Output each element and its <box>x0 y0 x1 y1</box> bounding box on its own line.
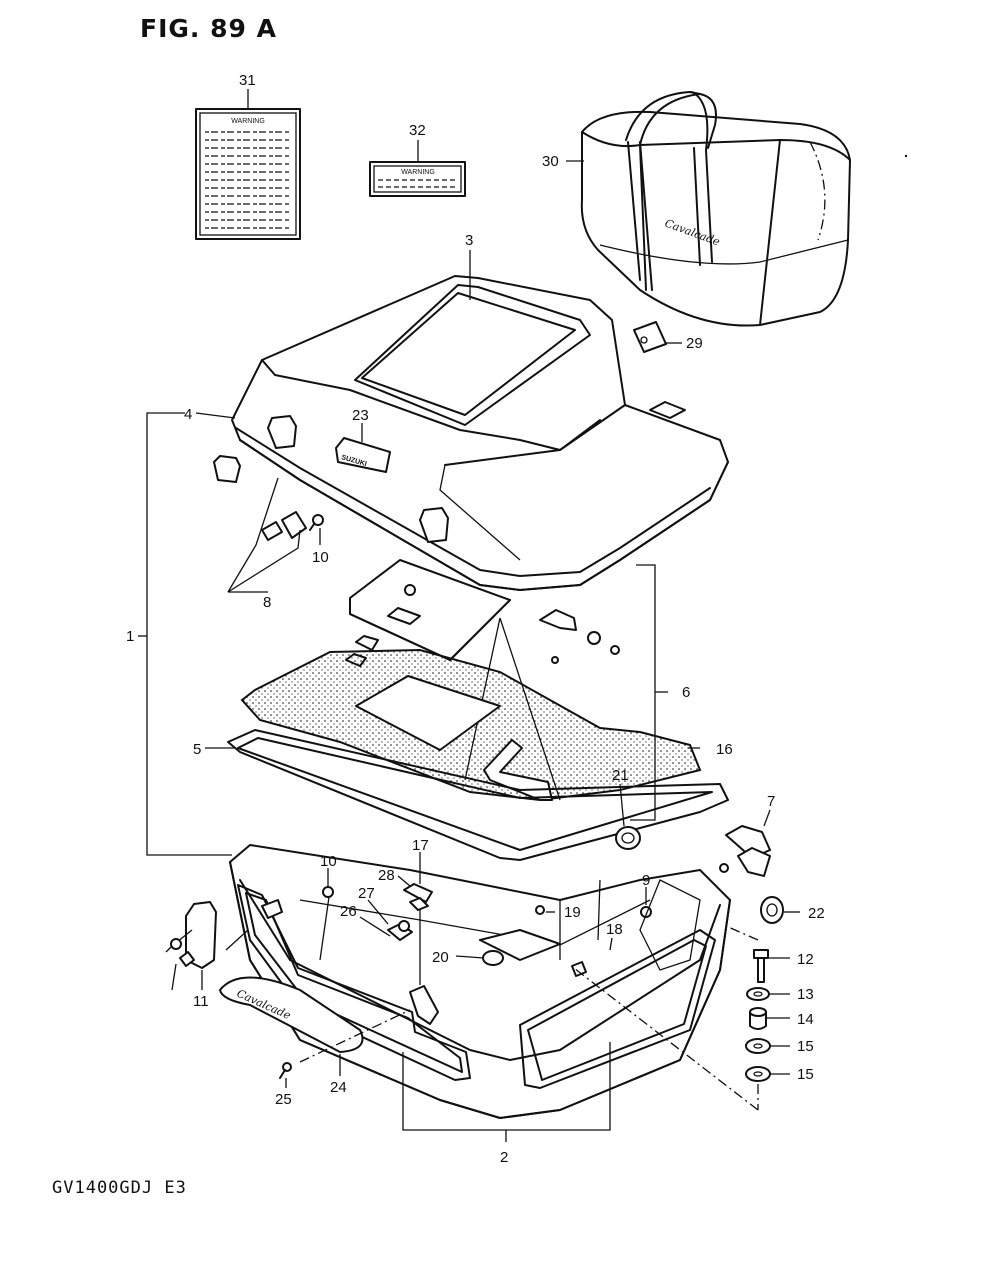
callout-7: 7 <box>767 793 775 810</box>
callout-21: 21 <box>612 767 629 784</box>
spacer-14-part <box>749 1007 767 1030</box>
callout-26: 26 <box>340 903 357 920</box>
callout-5: 5 <box>193 741 201 758</box>
callout-14: 14 <box>797 1011 814 1028</box>
callout-27: 27 <box>358 885 375 902</box>
hinge-plate-part <box>261 511 324 541</box>
washer-15b-part <box>745 1066 771 1082</box>
trunk-body-part <box>229 844 731 1119</box>
callout-15-upper: 15 <box>797 1038 814 1055</box>
callout-15-lower: 15 <box>797 1066 814 1083</box>
leader-lines <box>138 89 800 1142</box>
cushion-part <box>633 321 667 353</box>
callout-13: 13 <box>797 986 814 1003</box>
callout-11: 11 <box>193 993 209 1010</box>
travel-bag-part: Cavalcade <box>580 91 851 327</box>
callout-30: 30 <box>542 153 559 170</box>
callout-20: 20 <box>432 949 449 966</box>
callout-29: 29 <box>686 335 703 352</box>
latch-striker-part <box>213 455 241 483</box>
callout-18: 18 <box>606 921 623 938</box>
callout-2: 2 <box>500 1149 508 1166</box>
lock-part <box>165 901 217 991</box>
side-emblem-part: Cavalcade <box>219 976 364 1053</box>
callout-22: 22 <box>808 905 825 922</box>
callout-24: 24 <box>330 1079 347 1096</box>
callout-4: 4 <box>184 406 192 423</box>
callout-1: 1 <box>126 628 134 645</box>
warning-label-text: WARNING <box>231 118 265 125</box>
model-code: GV1400GDJ E3 <box>52 1178 187 1198</box>
warning-sticker-text: WARNING <box>401 169 435 176</box>
callout-numbers: 1 2 3 4 5 6 7 8 9 10 10 11 12 13 14 15 1… <box>126 72 825 1166</box>
warning-label-part: WARNING <box>195 108 301 240</box>
callout-6: 6 <box>682 684 690 701</box>
callout-12: 12 <box>797 951 814 968</box>
callout-19: 19 <box>564 904 581 921</box>
figure-title: FIG. 89 A <box>140 14 277 43</box>
callout-16: 16 <box>716 741 733 758</box>
callout-17: 17 <box>412 837 429 854</box>
stray-dot <box>904 154 908 158</box>
screw-25-part <box>279 1062 292 1079</box>
callout-31: 31 <box>239 72 256 89</box>
seal-part <box>227 729 729 861</box>
callout-23: 23 <box>352 407 369 424</box>
liner-mat-part <box>240 648 702 802</box>
callout-28: 28 <box>378 867 395 884</box>
callout-25: 25 <box>275 1091 292 1108</box>
callout-8: 8 <box>263 594 271 611</box>
washer-13-part <box>746 987 770 1001</box>
callout-10-lower: 10 <box>320 853 337 870</box>
bracket-7-part <box>719 825 771 877</box>
lid-part: SUZUKI <box>231 275 729 591</box>
bolt-12-part <box>753 949 769 983</box>
callout-3: 3 <box>465 232 473 249</box>
grommet-22-part <box>760 896 784 924</box>
warning-sticker-part: WARNING <box>369 161 466 197</box>
callout-10-upper: 10 <box>312 549 329 566</box>
washer-15-part <box>745 1038 771 1054</box>
callout-32: 32 <box>409 122 426 139</box>
callout-9: 9 <box>642 872 650 889</box>
grommet-part <box>615 826 641 850</box>
